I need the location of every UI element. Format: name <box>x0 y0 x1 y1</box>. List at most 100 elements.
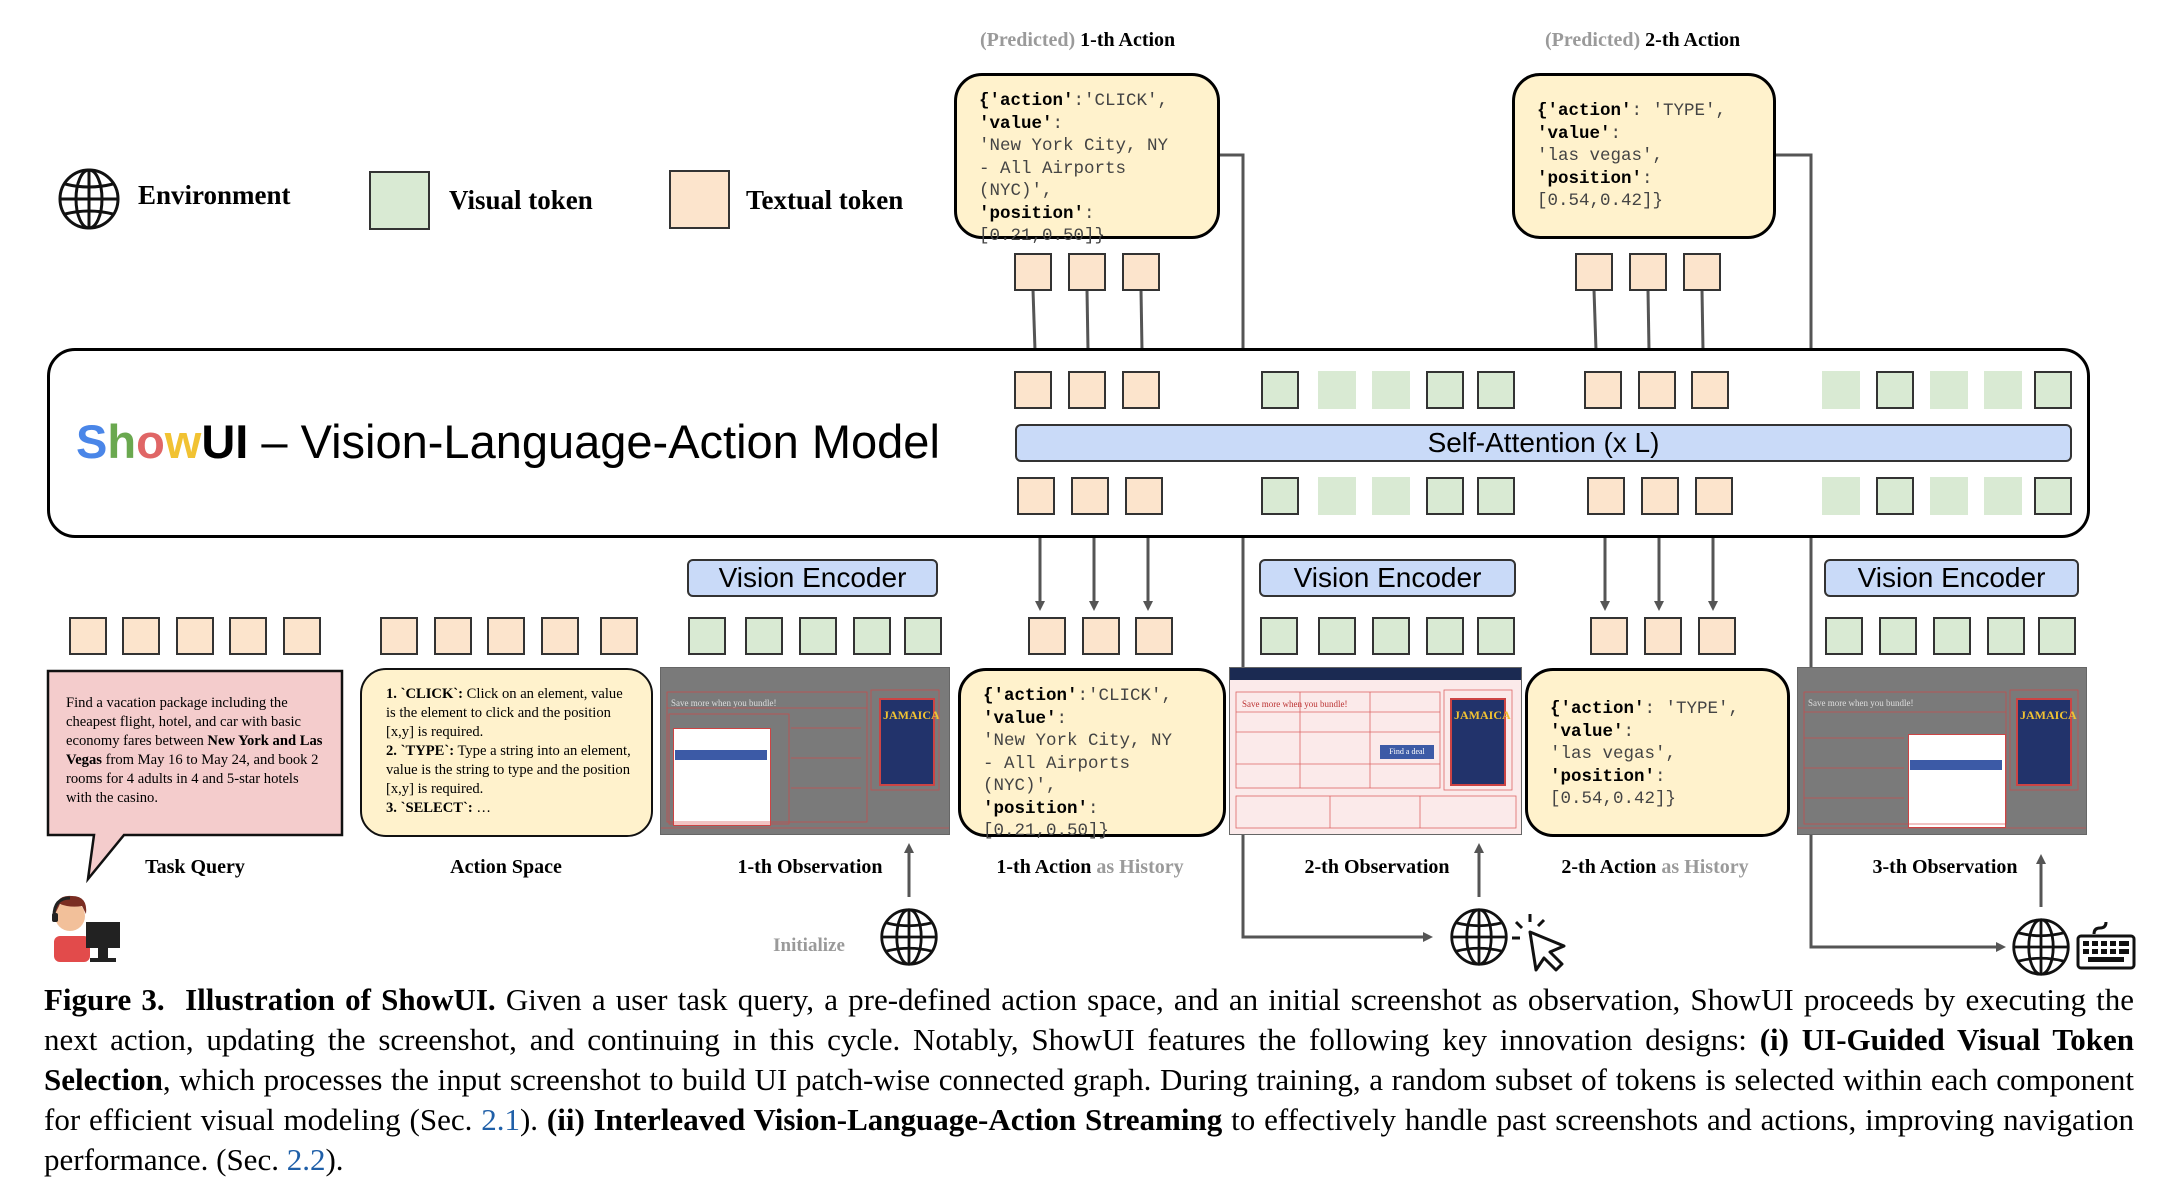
label-observation-3: 3-th Observation <box>1872 856 2018 878</box>
json-value: 'las vegas', <box>1537 146 1664 166</box>
caption-text: , which processes the input screenshot t… <box>44 1062 2134 1137</box>
brand-letter: S <box>76 415 108 468</box>
json-value: : <box>1052 113 1064 134</box>
visual-token <box>1426 477 1464 515</box>
user-avatar-icon <box>52 895 120 962</box>
json-value: [0.54,0.42]} <box>1537 191 1664 211</box>
textual-token <box>1698 617 1736 655</box>
connector-line <box>1646 289 1651 351</box>
textual-token <box>1068 253 1106 291</box>
connector-line <box>1700 289 1705 351</box>
cursor-click-icon <box>1512 914 1566 972</box>
textual-token <box>1587 477 1625 515</box>
textual-token <box>1122 371 1160 409</box>
screen-grid-overlay <box>661 689 949 829</box>
textual-token <box>1584 371 1622 409</box>
json-value: :'CLICK', <box>1077 686 1173 706</box>
label-suffix: as History <box>1661 856 1749 878</box>
json-value: [0.21,0.50]} <box>979 226 1106 246</box>
screen-dropdown <box>673 728 771 826</box>
textual-token <box>1014 371 1052 409</box>
legend-textual-label: Textual token <box>746 185 904 215</box>
textual-token <box>1575 253 1613 291</box>
textual-token <box>1638 371 1676 409</box>
label-task-query: Task Query <box>145 856 245 878</box>
predicted-action-2-title: (Predicted) 2-th Action <box>1545 29 1740 52</box>
json-value: 'New York City, NY <box>979 136 1169 156</box>
brand-letter: h <box>107 415 137 468</box>
connector-line <box>1592 289 1598 351</box>
action-space-item-name: 1. `CLICK`: <box>386 686 464 702</box>
caption-text: ). <box>519 1102 547 1137</box>
visual-token-masked <box>1372 371 1410 409</box>
textual-token <box>283 617 321 655</box>
action-space-item: 1. `CLICK`: Click on an element, value i… <box>386 685 636 742</box>
observation-2-screenshot: Save more when you bundle! Find a deal J… <box>1229 667 1522 835</box>
json-value: : <box>1655 766 1666 787</box>
predicted-prefix: (Predicted) <box>980 29 1076 51</box>
textual-token <box>1135 617 1173 655</box>
action-space-item: 2. `TYPE`: Type a string into an element… <box>386 742 636 799</box>
screen-poster-text: JAMAICA <box>2020 708 2077 722</box>
visual-token <box>904 617 942 655</box>
action-space-item-desc: Type a string into an element, value is … <box>386 743 631 797</box>
json-value: : <box>1610 123 1622 144</box>
query-text: Find a vacation package including the ch… <box>66 695 302 749</box>
screen-grid-overlay <box>1798 689 2086 829</box>
section-reference-link[interactable]: 2.2 <box>286 1142 326 1177</box>
json-key: {'action' <box>979 91 1074 111</box>
visual-token-masked <box>1930 477 1968 515</box>
vision-encoder-1: Vision Encoder <box>687 559 938 597</box>
action-space-item-desc: … <box>472 800 492 816</box>
connector-line <box>1775 153 1813 348</box>
screen-poster-text: JAMAICA <box>883 708 940 722</box>
label-action-1-history: 1-th Action as History <box>970 856 1210 879</box>
textual-token <box>1695 477 1733 515</box>
action-space-item-desc: Click on an element, value is the elemen… <box>386 686 623 740</box>
json-key: {'action' <box>1550 699 1645 719</box>
connector-line <box>1085 289 1090 351</box>
visual-token-masked <box>1318 477 1356 515</box>
json-key: 'value' <box>1550 721 1624 742</box>
visual-token <box>1876 371 1914 409</box>
json-key: 'value' <box>983 708 1057 729</box>
visual-token-masked <box>1930 371 1968 409</box>
caption-bold: (i) UI-Guided Visual Token Selection <box>44 1022 2135 1097</box>
json-value: : <box>1088 798 1099 819</box>
textual-token <box>69 617 107 655</box>
brand-letter: w <box>164 415 202 468</box>
predicted-prefix: (Predicted) <box>1545 29 1641 51</box>
visual-token <box>1318 617 1356 655</box>
json-key: 'value' <box>979 113 1053 134</box>
visual-token-masked <box>1822 477 1860 515</box>
caption-figure-number: Figure 3. <box>44 982 165 1017</box>
screen-heading: Save more when you bundle! <box>1242 699 1348 709</box>
task-query-text: Find a vacation package including the ch… <box>66 694 328 808</box>
visual-token <box>1825 617 1863 655</box>
textual-token <box>487 617 525 655</box>
action-space-item-name: 2. `TYPE`: <box>386 743 455 759</box>
json-value: : <box>1084 203 1095 224</box>
visual-token <box>1426 371 1464 409</box>
section-reference-link[interactable]: 2.1 <box>481 1102 520 1137</box>
brand-ui: UI <box>201 415 249 468</box>
task-query-bubble-shape <box>46 669 344 883</box>
legend-visual-label: Visual token <box>449 185 593 215</box>
json-value: : <box>1056 708 1068 729</box>
visual-token-masked <box>1372 477 1410 515</box>
json-value: (NYC)', <box>979 181 1053 201</box>
predicted-action-1-card: {'action':'CLICK', 'value': 'New York Ci… <box>954 73 1220 246</box>
textual-token <box>1028 617 1066 655</box>
query-text: from May 16 to May 24, and book 2 rooms … <box>66 752 319 806</box>
json-value: (NYC)', <box>983 776 1057 796</box>
history-action-2-card: {'action': 'TYPE', 'value': 'las vegas',… <box>1525 668 1790 837</box>
caption-text: ). <box>325 1142 344 1177</box>
observation-3-screenshot: Save more when you bundle! JAMAICA <box>1797 667 2087 835</box>
visual-token <box>1477 371 1515 409</box>
label-observation-2: 2-th Observation <box>1304 856 1450 878</box>
screen-poster <box>1450 698 1506 786</box>
environment-globe-icon <box>1450 908 1508 966</box>
textual-token <box>176 617 214 655</box>
textual-token <box>1082 617 1120 655</box>
model-title-rest: – Vision-Language-Action Model <box>261 415 940 468</box>
